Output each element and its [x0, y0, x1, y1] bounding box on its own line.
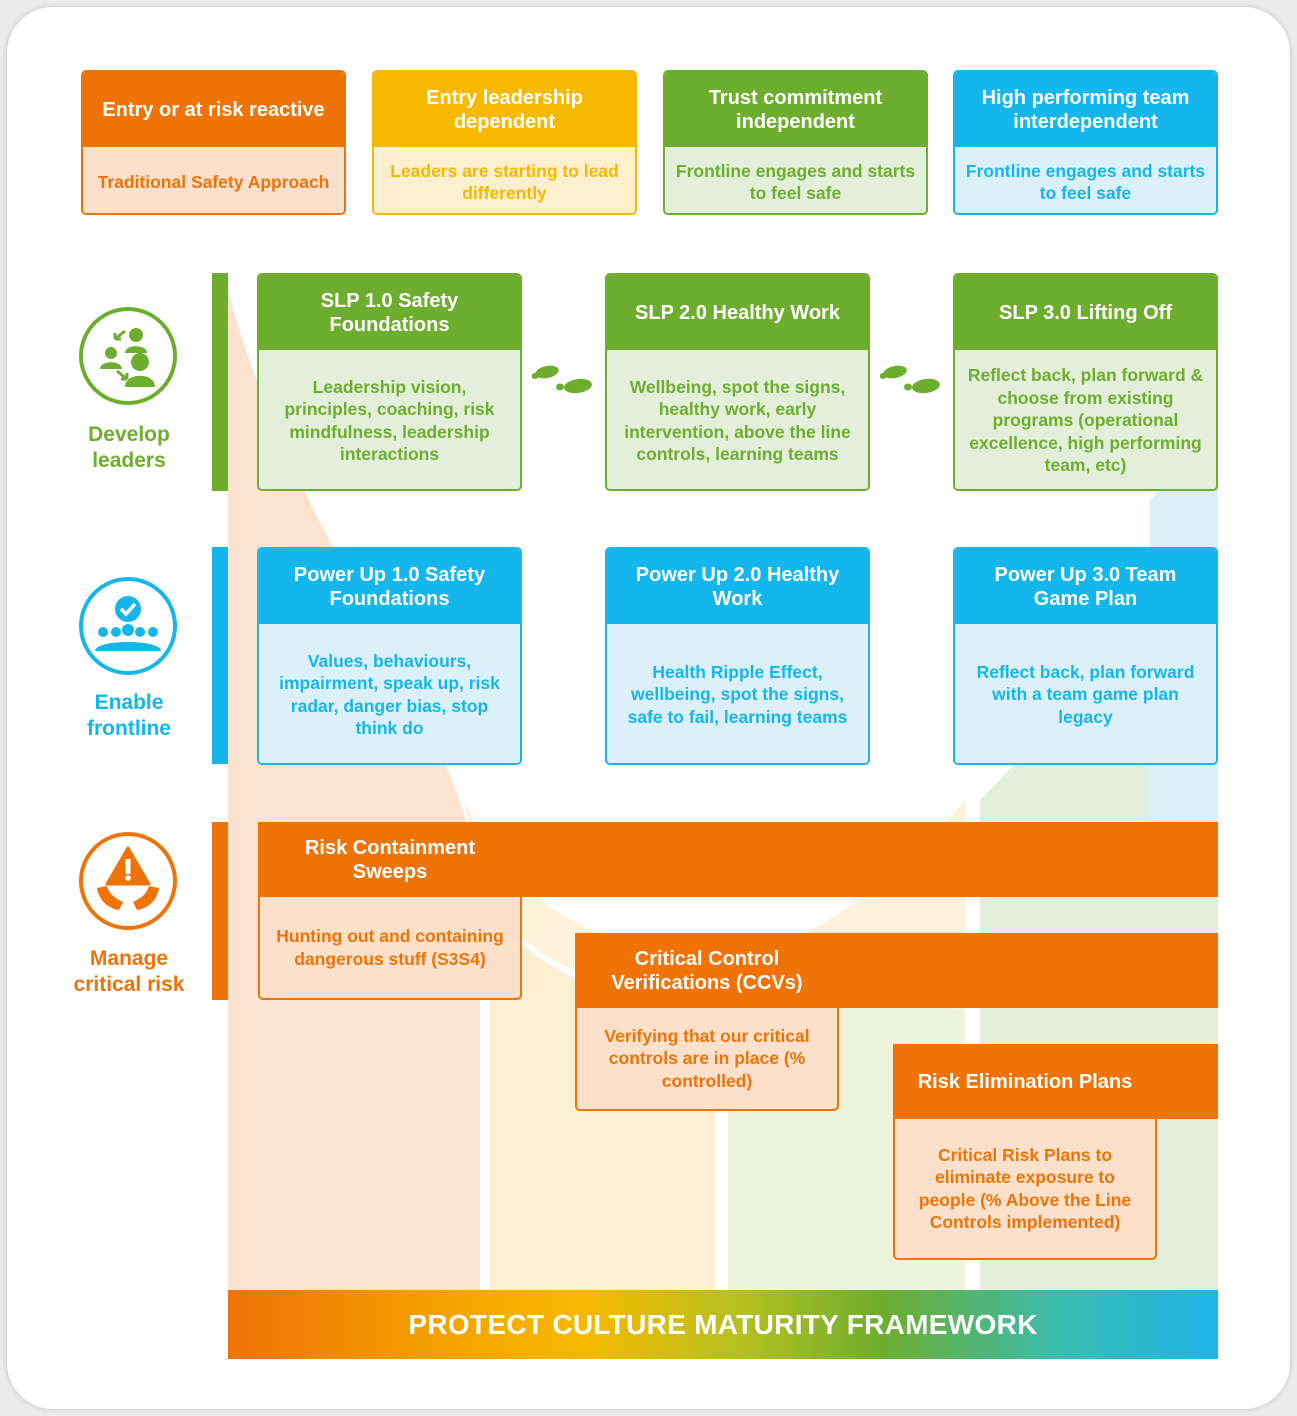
powerup-3-box: Power Up 3.0 Team Game Plan Reflect back…: [953, 547, 1218, 765]
risk-containment-title: Risk Containment Sweeps: [304, 836, 476, 883]
hands-warning-icon: [79, 832, 177, 930]
ccv-body: Verifying that our critical controls are…: [575, 1008, 839, 1111]
slp-2-box: SLP 2.0 Healthy Work Wellbeing, spot the…: [605, 273, 870, 491]
team-check-icon: [79, 577, 177, 675]
powerup-1-title: Power Up 1.0 Safety Foundations: [259, 549, 520, 624]
stage-entry-leadership: Entry leadership dependent Leaders are s…: [372, 70, 637, 215]
risk-elimination-title: Risk Elimination Plans: [917, 1070, 1133, 1093]
slp-3-box: SLP 3.0 Lifting Off Reflect back, plan f…: [953, 273, 1218, 491]
powerup-1-body: Values, behaviours, impairment, speak up…: [259, 624, 520, 763]
stage-subtitle: Leaders are starting to lead differently: [374, 147, 635, 213]
manage-risk-bar: [212, 822, 228, 1000]
powerup-3-body: Reflect back, plan forward with a team g…: [955, 624, 1216, 763]
stage-high-performing: High performing team interdependent Fron…: [953, 70, 1218, 215]
risk-elimination-body: Critical Risk Plans to eliminate exposur…: [893, 1119, 1157, 1260]
leaders-icon: [79, 307, 177, 405]
develop-leaders-bar: [212, 273, 228, 491]
slp-2-title: SLP 2.0 Healthy Work: [607, 275, 868, 350]
risk-containment-body: Hunting out and containing dangerous stu…: [258, 897, 522, 1000]
develop-leaders-label: Develop leaders: [88, 423, 170, 472]
enable-frontline-bar: [212, 547, 228, 764]
powerup-2-body: Health Ripple Effect, wellbeing, spot th…: [607, 624, 868, 763]
footsteps-icon: [880, 365, 940, 394]
enable-frontline-label: Enable frontline: [87, 691, 171, 740]
manage-risk-label: Manage critical risk: [73, 947, 185, 996]
slp-1-title: SLP 1.0 Safety Foundations: [259, 275, 520, 350]
stage-subtitle: Traditional Safety Approach: [83, 147, 344, 213]
powerup-1-box: Power Up 1.0 Safety Foundations Values, …: [257, 547, 522, 765]
stage-title: High performing team interdependent: [955, 72, 1216, 147]
powerup-2-title: Power Up 2.0 Healthy Work: [607, 549, 868, 624]
stage-trust-commitment: Trust commitment independent Frontline e…: [663, 70, 928, 215]
framework-title-banner: PROTECT CULTURE MATURITY FRAMEWORK: [228, 1290, 1218, 1359]
stage-title: Entry leadership dependent: [374, 72, 635, 147]
risk-containment-bar: Risk Containment Sweeps: [258, 822, 1218, 897]
stage-title: Entry or at risk reactive: [83, 72, 344, 147]
powerup-3-title: Power Up 3.0 Team Game Plan: [955, 549, 1216, 624]
slp-3-title: SLP 3.0 Lifting Off: [955, 275, 1216, 350]
stage-subtitle: Frontline engages and starts to feel saf…: [955, 147, 1216, 213]
slp-1-box: SLP 1.0 Safety Foundations Leadership vi…: [257, 273, 522, 491]
stage-title: Trust commitment independent: [665, 72, 926, 147]
ccv-title: Critical Control Verifications (CCVs): [611, 947, 803, 994]
ccv-bar: Critical Control Verifications (CCVs): [575, 933, 1218, 1008]
powerup-2-box: Power Up 2.0 Healthy Work Health Ripple …: [605, 547, 870, 765]
stage-subtitle: Frontline engages and starts to feel saf…: [665, 147, 926, 213]
slp-1-body: Leadership vision, principles, coaching,…: [259, 350, 520, 489]
risk-elimination-bar: Risk Elimination Plans: [893, 1044, 1218, 1119]
footsteps-icon: [532, 365, 592, 394]
slp-3-body: Reflect back, plan forward & choose from…: [955, 350, 1216, 489]
slp-2-body: Wellbeing, spot the signs, healthy work,…: [607, 350, 868, 489]
stage-entry-at-risk: Entry or at risk reactive Traditional Sa…: [81, 70, 346, 215]
